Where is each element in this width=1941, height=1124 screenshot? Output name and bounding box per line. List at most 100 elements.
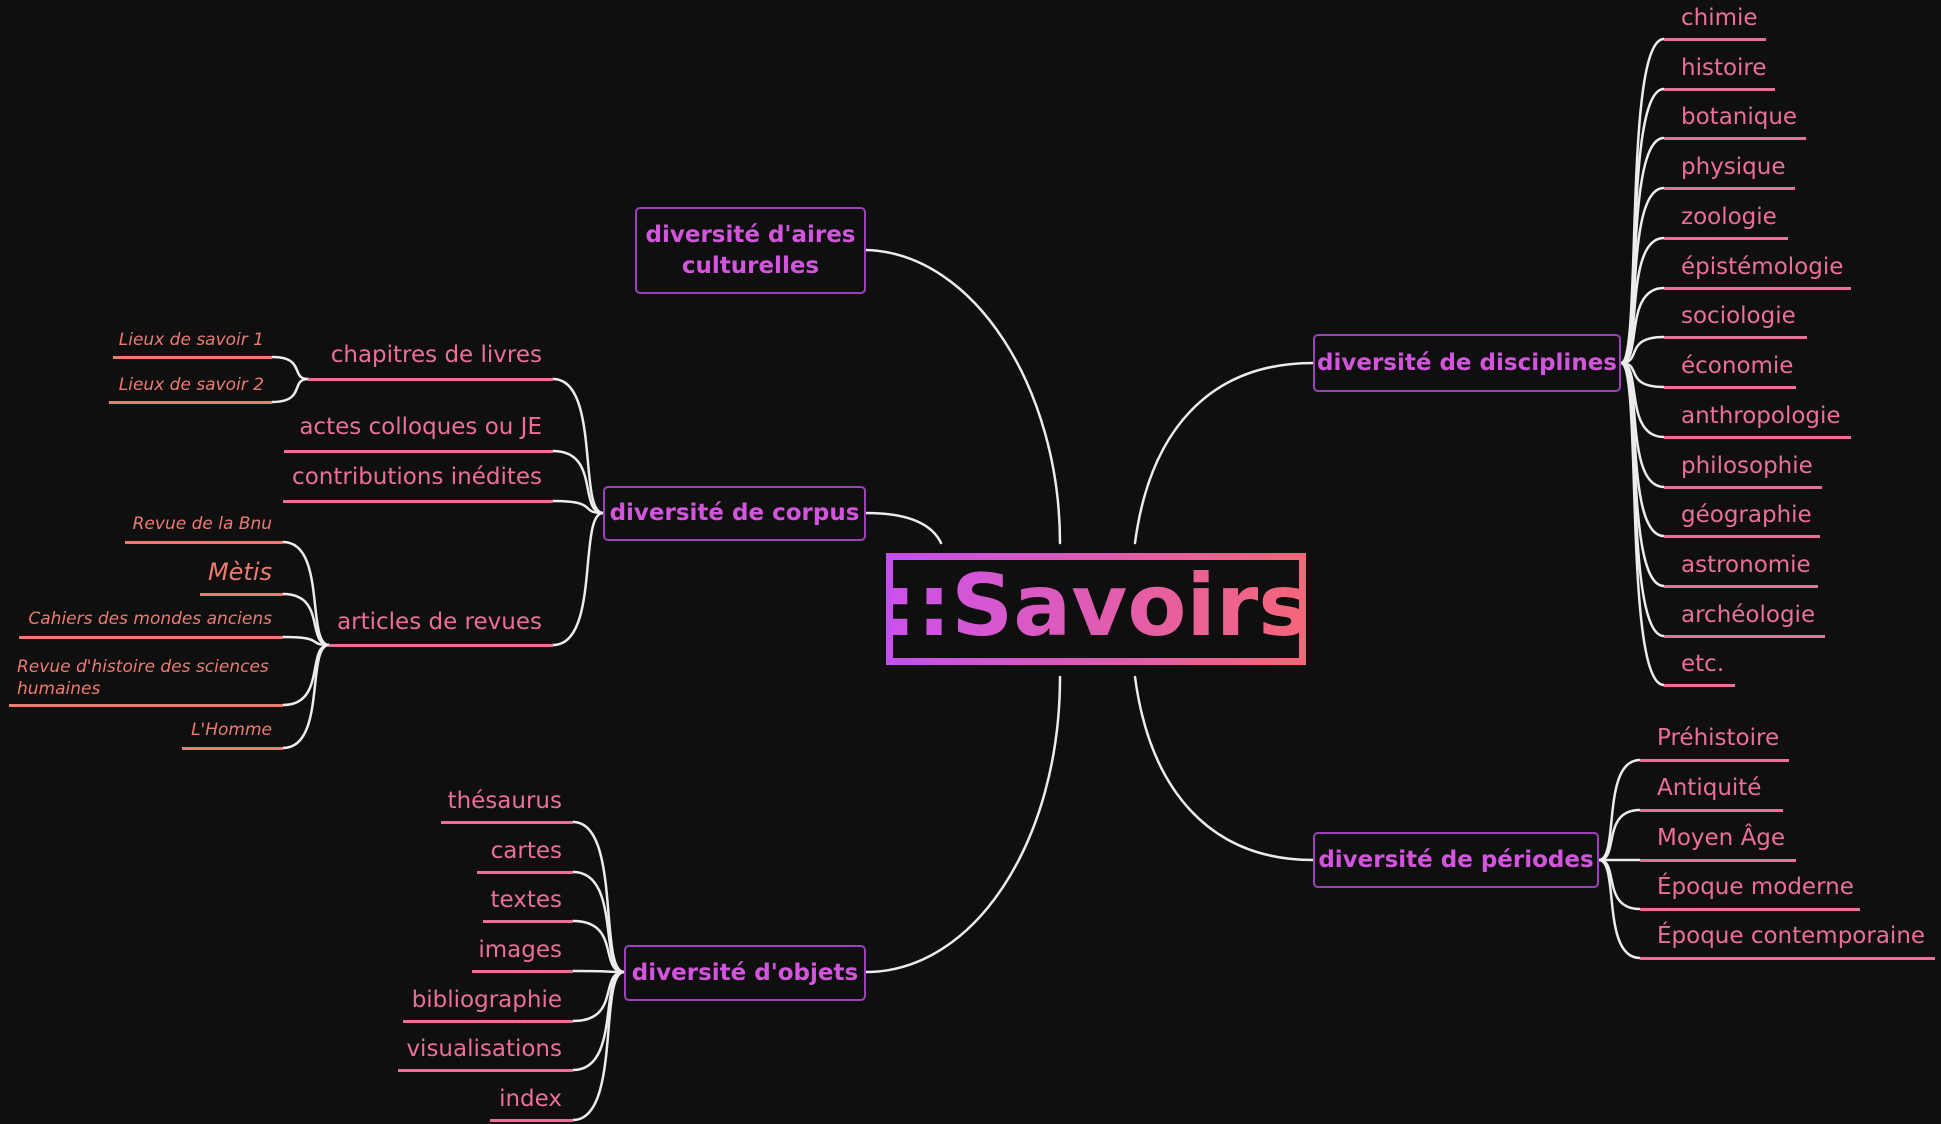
periode-item-3[interactable]: Époque moderne xyxy=(1657,874,1854,900)
revue-item-3-underline xyxy=(9,703,283,707)
wire-discipline-13 xyxy=(1619,361,1666,687)
wire-objet-3 xyxy=(571,969,626,974)
corpus-articles-de-revues[interactable]: articles de revues xyxy=(337,609,542,635)
spoke-corpus xyxy=(864,511,943,545)
revue-item-2[interactable]: Cahiers des mondes anciens xyxy=(28,609,272,629)
corpus-chapitres-de-livres[interactable]: chapitres de livres xyxy=(330,342,542,368)
objet-item-5[interactable]: visualisations xyxy=(406,1036,562,1062)
discipline-conomie[interactable]: économie xyxy=(1681,353,1794,379)
periode-item-0-underline xyxy=(1640,758,1789,762)
spoke-aires xyxy=(864,248,1062,545)
wire-chapitre-0 xyxy=(270,355,310,381)
corpus-actes-colloques[interactable]: actes colloques ou JE xyxy=(299,414,542,440)
wire-revue-3 xyxy=(281,643,331,707)
branch-disciplines-label: diversité de disciplines xyxy=(1317,349,1617,376)
chapitre-lieux-de-savoir-1[interactable]: Lieux de savoir 1 xyxy=(118,330,264,350)
objet-item-0-underline xyxy=(441,820,573,824)
discipline-physique[interactable]: physique xyxy=(1681,154,1786,180)
revue-item-4[interactable]: L'Homme xyxy=(191,720,272,740)
objet-item-4-underline xyxy=(403,1019,573,1023)
revue-item-0-underline xyxy=(125,540,283,544)
wire-corpus-3 xyxy=(551,511,605,647)
wire-periode-0 xyxy=(1597,758,1642,862)
wire-discipline-4 xyxy=(1619,236,1666,365)
objet-item-5-underline xyxy=(398,1068,573,1072)
wire-revue-2 xyxy=(281,635,331,647)
periode-item-0[interactable]: Préhistoire xyxy=(1657,725,1780,751)
wire-objet-0 xyxy=(571,820,626,974)
discipline-botanique[interactable]: botanique xyxy=(1681,104,1798,130)
discipline-histoire[interactable]: histoire xyxy=(1681,55,1767,81)
revue-item-2-underline xyxy=(19,635,283,639)
discipline-pistmologie[interactable]: épistémologie xyxy=(1681,254,1844,280)
discipline-archologie[interactable]: archéologie xyxy=(1681,602,1816,628)
wire-revue-4 xyxy=(281,643,331,750)
corpus-contributions-inedites-underline xyxy=(283,499,553,503)
discipline-philosophie[interactable]: philosophie xyxy=(1681,453,1813,479)
discipline-philosophie-underline xyxy=(1664,485,1822,489)
wire-revue-1 xyxy=(281,592,331,647)
wire-discipline-12 xyxy=(1619,361,1666,638)
wire-corpus-2 xyxy=(551,499,605,515)
discipline-gographie-underline xyxy=(1664,534,1820,538)
revue-item-0[interactable]: Revue de la Bnu xyxy=(132,514,272,534)
wire-discipline-1 xyxy=(1619,87,1666,365)
discipline-astronomie[interactable]: astronomie xyxy=(1681,552,1811,578)
objet-item-6[interactable]: index xyxy=(499,1086,562,1112)
periode-item-4-underline xyxy=(1640,956,1935,960)
discipline-etc[interactable]: etc. xyxy=(1681,651,1725,677)
branch-objets[interactable]: diversité d'objets xyxy=(624,945,866,1001)
objet-item-3-underline xyxy=(472,969,573,973)
wire-discipline-10 xyxy=(1619,361,1666,538)
objet-item-1[interactable]: cartes xyxy=(490,838,562,864)
discipline-chimie-underline xyxy=(1664,37,1766,41)
branch-periodes-label: diversité de périodes xyxy=(1318,846,1594,873)
discipline-zoologie[interactable]: zoologie xyxy=(1681,204,1777,230)
central-topic[interactable]: ::Savoirs xyxy=(883,553,1310,665)
corpus-contributions-inedites[interactable]: contributions inédites xyxy=(292,464,542,490)
periode-item-1[interactable]: Antiquité xyxy=(1657,775,1762,801)
discipline-sociologie[interactable]: sociologie xyxy=(1681,303,1796,329)
spoke-objets xyxy=(864,675,1062,974)
branch-corpus[interactable]: diversité de corpus xyxy=(603,486,866,541)
periode-item-3-underline xyxy=(1640,907,1860,911)
corpus-articles-de-revues-underline xyxy=(329,643,553,647)
wire-discipline-0 xyxy=(1619,37,1666,365)
objet-item-2-underline xyxy=(483,919,573,923)
branch-aires-line-1: diversité d'aires xyxy=(645,221,856,248)
revue-item-3[interactable]: Revue d'histoire des sciences humaines xyxy=(17,657,269,699)
objet-item-1-underline xyxy=(477,870,573,874)
wire-objet-6 xyxy=(571,970,626,1122)
periode-item-2[interactable]: Moyen Âge xyxy=(1657,825,1786,851)
wire-discipline-5 xyxy=(1619,286,1666,365)
wire-objet-1 xyxy=(571,870,626,974)
wire-corpus-0 xyxy=(551,377,605,515)
discipline-astronomie-underline xyxy=(1664,584,1818,588)
discipline-pistmologie-underline xyxy=(1664,286,1851,290)
chapitre-lieux-de-savoir-2[interactable]: Lieux de savoir 2 xyxy=(118,375,264,395)
objet-item-2[interactable]: textes xyxy=(490,887,562,913)
periode-item-4[interactable]: Époque contemporaine xyxy=(1657,923,1926,949)
discipline-physique-underline xyxy=(1664,186,1795,190)
chapitre-lieux-de-savoir-1-underline xyxy=(113,355,272,359)
periode-item-2-underline xyxy=(1640,858,1796,862)
revue-item-1[interactable]: Mètis xyxy=(207,558,272,586)
discipline-etc-underline xyxy=(1664,683,1735,687)
discipline-conomie-underline xyxy=(1664,385,1796,389)
discipline-gographie[interactable]: géographie xyxy=(1681,502,1812,528)
periode-item-1-underline xyxy=(1640,808,1783,812)
chapitre-lieux-de-savoir-2-underline xyxy=(109,400,272,404)
objet-item-3[interactable]: images xyxy=(478,937,562,963)
branch-disciplines[interactable]: diversité de disciplines xyxy=(1313,334,1621,392)
discipline-chimie[interactable]: chimie xyxy=(1681,5,1758,31)
objet-item-0[interactable]: thésaurus xyxy=(447,788,562,814)
objet-item-4[interactable]: bibliographie xyxy=(411,987,562,1013)
discipline-anthropologie[interactable]: anthropologie xyxy=(1681,403,1841,429)
objet-item-6-underline xyxy=(490,1118,573,1122)
wire-objet-2 xyxy=(571,919,626,974)
branch-periodes[interactable]: diversité de périodes xyxy=(1313,832,1599,888)
corpus-actes-colloques-underline xyxy=(284,449,553,453)
wire-corpus-1 xyxy=(551,449,605,515)
